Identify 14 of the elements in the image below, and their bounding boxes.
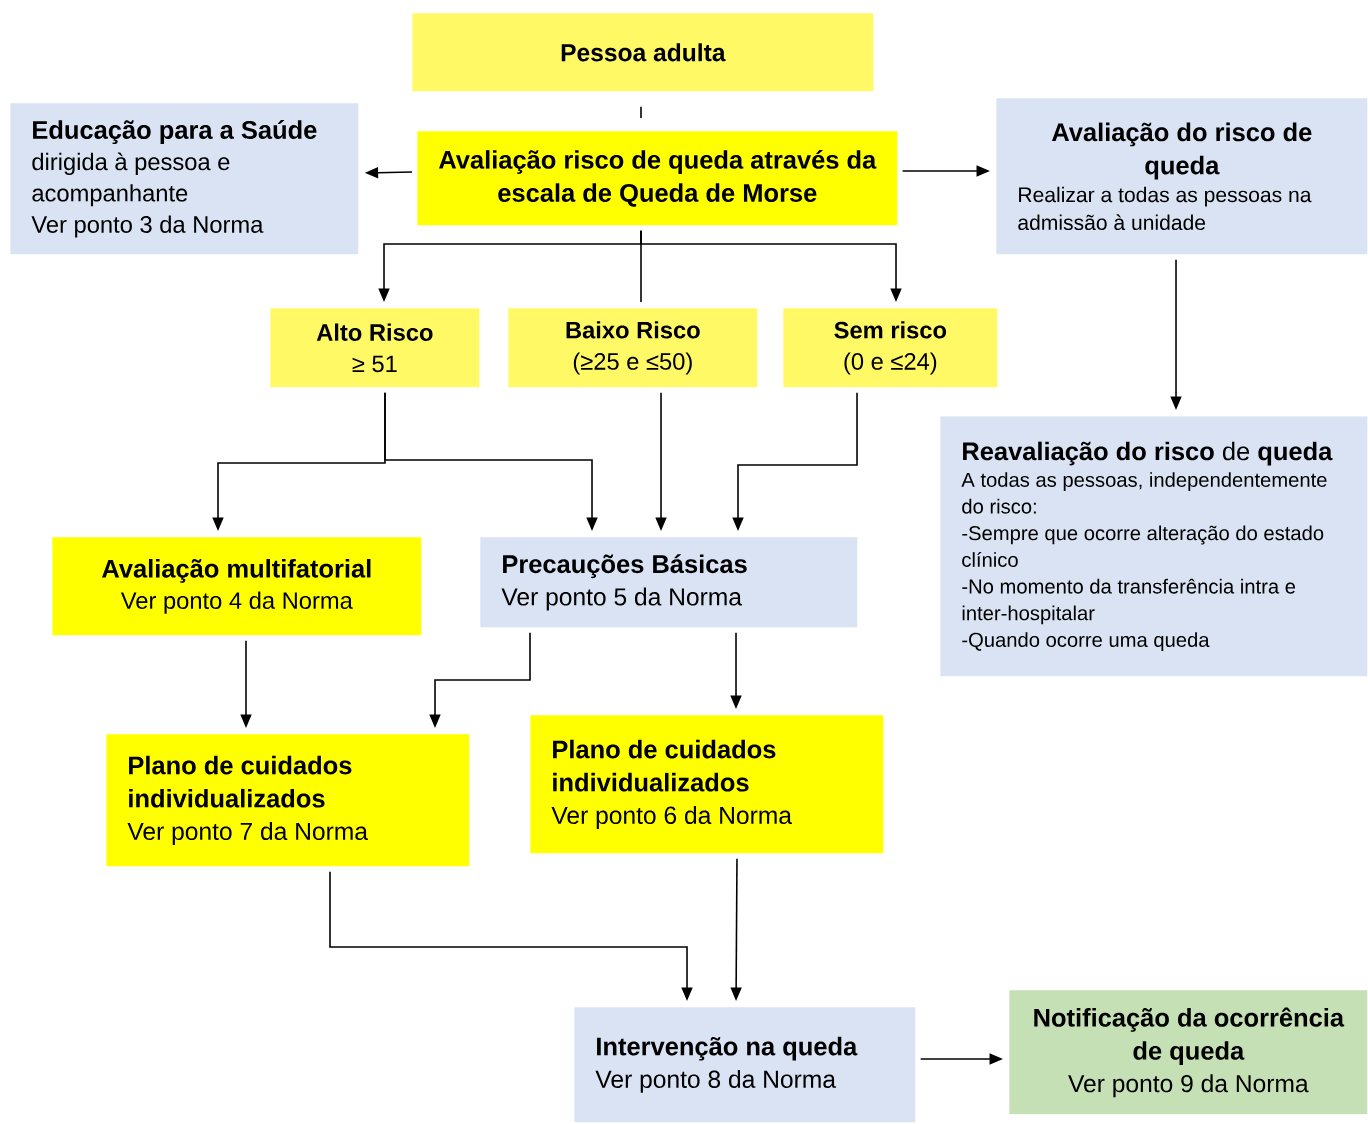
process-box: Avaliação do risco de queda Realizar a todas as pessoas na admissão à unidade [996,98,1368,255]
process-box: Sem risco (0 e ≤24) [783,308,998,388]
process-box: Baixo Risco (≥25 e ≤50) [508,308,758,388]
process-box: Plano de cuidados individualizados Ver ponto 6 da Norma [530,715,884,854]
process-box: Avaliação multifatorial Ver ponto 4 da Norma [52,537,422,636]
process-box: Precauções Básicas Ver ponto 5 da Norma [480,537,858,628]
process-box: Notificação da ocorrência de queda Ver ponto 9 da Norma [1009,990,1368,1115]
process-box: Alto Risco ≥ 51 [270,308,480,388]
process-box: Educação para a Saúde dirigida à pessoa e acompanhante Ver ponto 3 da Norma [10,103,359,255]
process-box: Pessoa adulta [412,13,874,92]
process-box: Plano de cuidados individualizados Ver ponto 7 da Norma [106,734,470,867]
process-box: Avaliação risco de queda através da escala de Queda de Morse [417,131,898,226]
process-box: Intervenção na queda Ver ponto 8 da Norma [574,1007,916,1123]
process-box: Reavaliação do risco de queda A todas as pessoas, independentemente do risco: -Sempre que ocorre alteração do estado clínico -No momento da transferência intra e inter-hospitalar -Quando ocorre uma queda [940,416,1368,677]
